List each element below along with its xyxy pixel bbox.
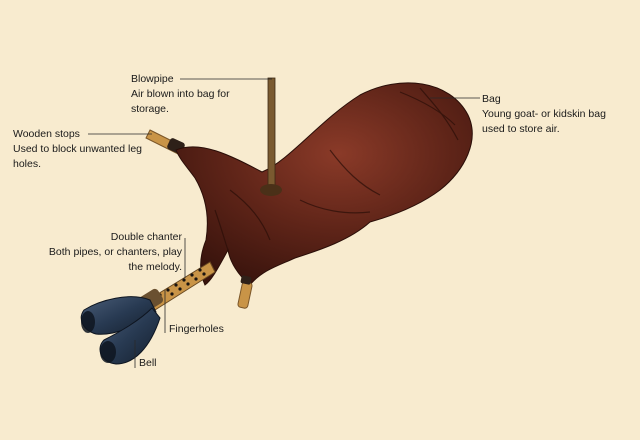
bells bbox=[80, 296, 161, 365]
blowpipe bbox=[260, 77, 282, 196]
label-blowpipe: Blowpipe Air blown into bag for storage. bbox=[131, 72, 256, 117]
fingerhole-marks bbox=[158, 268, 206, 297]
label-blowpipe-desc: Air blown into bag for storage. bbox=[131, 88, 230, 115]
label-double-chanter-title: Double chanter bbox=[110, 231, 182, 243]
lower-stop bbox=[237, 275, 253, 309]
label-double-chanter: Double chanter Both pipes, or chanters, … bbox=[32, 230, 182, 275]
label-blowpipe-title: Blowpipe bbox=[131, 73, 174, 85]
label-double-chanter-desc: Both pipes, or chanters, play the melody… bbox=[48, 246, 182, 273]
bag-folds bbox=[214, 87, 459, 251]
label-wooden-stops-desc: Used to block unwanted leg holes. bbox=[13, 143, 142, 170]
label-bag-title: Bag bbox=[482, 93, 501, 105]
bag-body bbox=[175, 82, 473, 286]
label-bag-desc: Young goat- or kidskin bag used to store… bbox=[482, 108, 606, 135]
label-wooden-stops-title: Wooden stops bbox=[13, 128, 80, 140]
label-fingerholes-title: Fingerholes bbox=[169, 323, 224, 335]
label-bell: Bell bbox=[139, 356, 157, 371]
label-bag: Bag Young goat- or kidskin bag used to s… bbox=[482, 92, 622, 137]
label-fingerholes: Fingerholes bbox=[169, 322, 224, 337]
label-wooden-stops: Wooden stops Used to block unwanted leg … bbox=[13, 127, 148, 172]
leader-lines bbox=[88, 78, 480, 368]
label-bell-title: Bell bbox=[139, 357, 157, 369]
